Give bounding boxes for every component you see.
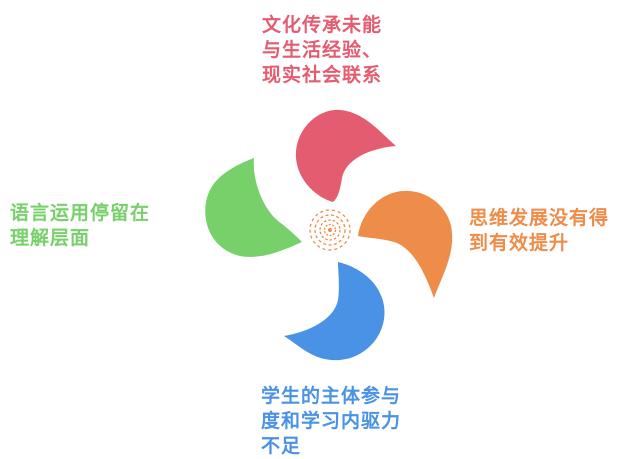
petal-bottom	[284, 262, 385, 361]
petal-right	[358, 190, 453, 298]
label-right: 思维发展没有得 到有效提升	[469, 207, 610, 254]
center-rings	[309, 209, 351, 251]
label-left: 语言运用停留在 理解层面	[10, 202, 151, 249]
label-bottom: 学生的主体参与 度和学习内驱力 不足	[261, 385, 402, 457]
petal-top	[295, 109, 396, 202]
petal-left	[205, 158, 302, 257]
label-top: 文化传承未能 与生活经验、 现实社会联系	[262, 14, 383, 86]
